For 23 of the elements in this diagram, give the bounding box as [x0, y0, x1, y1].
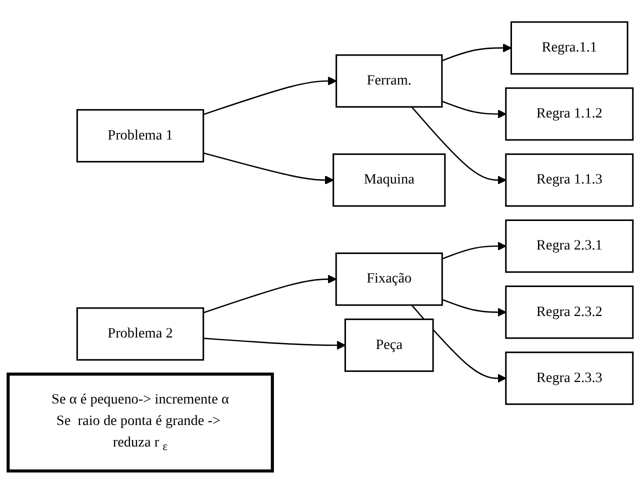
node-box: Regra 2.3.3: [505, 352, 634, 405]
arrow: [442, 242, 506, 260]
node-box: Regra.1.1: [510, 21, 628, 75]
node-box: Regra 2.3.2: [505, 286, 634, 339]
arrow: [203, 76, 337, 116]
node-box: Regra 1.1.3: [505, 153, 634, 207]
arrow: [442, 100, 506, 118]
node-box: Regra 1.1.2: [505, 87, 634, 141]
node-box: Ferram.: [336, 54, 443, 108]
node-box: Problema 1: [76, 109, 204, 162]
node-box: Fixação: [335, 252, 443, 306]
arrow: [203, 152, 334, 185]
arrow: [411, 304, 506, 383]
node-box: Peça: [344, 318, 434, 372]
node-box: Maquina: [332, 153, 446, 207]
arrow: [411, 106, 506, 185]
node-box: Problema 2: [76, 307, 204, 361]
node-box: Se α é pequeno-> incremente α Se raio de ponta é grande -> reduza r $_{ε}$: [6, 372, 274, 472]
node-box: Regra 2.3.1: [505, 219, 634, 273]
arrow: [442, 43, 512, 62]
arrow: [203, 338, 346, 350]
arrow: [442, 298, 506, 317]
arrow: [203, 274, 337, 314]
